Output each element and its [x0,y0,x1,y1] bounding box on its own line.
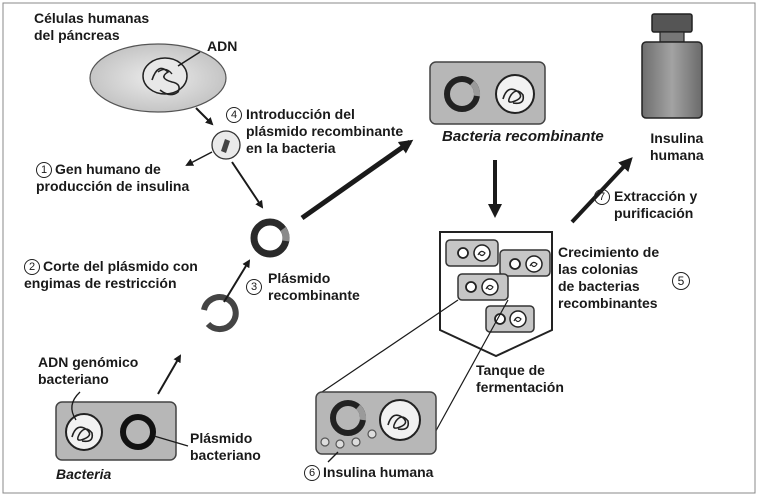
step3-number: 3 [246,279,262,295]
zoom-line-right [431,299,509,439]
cut-plasmid [201,294,239,333]
zoom-line-left [321,299,459,393]
arrow-cut-to-recombinant [223,259,251,303]
label-bacteria: Bacteria [56,466,112,482]
step2-text: Corte del plásmido con engimas de restri… [24,258,198,291]
step5-number: 5 [672,272,690,290]
label-adn: ADN [207,38,238,54]
label-genomic-dna: ADN genómico bacteriano [38,354,139,387]
step6-text: Insulina humana [323,464,434,480]
step4-text: Introducción del plásmido recombinante e… [246,106,404,156]
label-step3: 3 Plásmido recombinante [246,270,360,304]
arrow-gene-label [185,151,213,166]
fermentation-tank [439,231,553,358]
recombinant-plasmid [250,218,290,258]
label-human-insulin-bottle: Insulina humana [650,130,704,163]
step4-number: 4 [226,107,242,123]
arrow-plasmid-to-bacteria [300,139,414,221]
label-recombinant-bacteria: Bacteria recombinante [442,128,604,145]
genomic-dna-pointer [71,391,81,421]
adn-pointer [177,51,201,67]
arrow-cell-to-gene [195,107,214,126]
recombinant-bacteria-panel [429,61,546,125]
insulin-pointer [327,451,339,463]
plasmid-pointer [153,435,189,447]
step7-number: 7 [594,189,610,205]
label-step5-number: 5 [672,272,693,290]
step6-number: 6 [304,465,320,481]
label-pancreas-cells-text: Células humanas del páncreas [34,10,150,43]
step2-number: 2 [24,259,40,275]
insulin-bottle [641,13,703,119]
step1-text: Gen humano de producción de insulina [36,161,190,194]
pancreas-cell [89,43,227,113]
label-fermentation-tank: Tanque de fermentación [476,362,564,395]
label-step5-text: Crecimiento de las colonias de bacterias… [558,244,660,311]
insulin-gene [211,130,241,160]
label-pancreas-cells: Células humanas del páncreas [34,10,149,44]
step7-text: Extracción y purificación [614,188,698,221]
step3-text: Plásmido recombinante [268,270,360,303]
step1-number: 1 [36,162,52,178]
insulin-bacteria-panel [315,391,437,455]
arrow-gene-to-plasmid [231,161,264,209]
original-bacteria-panel [55,401,177,461]
arrow-bacteria-to-cut [157,354,182,395]
label-bacterial-plasmid: Plásmido bacteriano [190,430,261,463]
